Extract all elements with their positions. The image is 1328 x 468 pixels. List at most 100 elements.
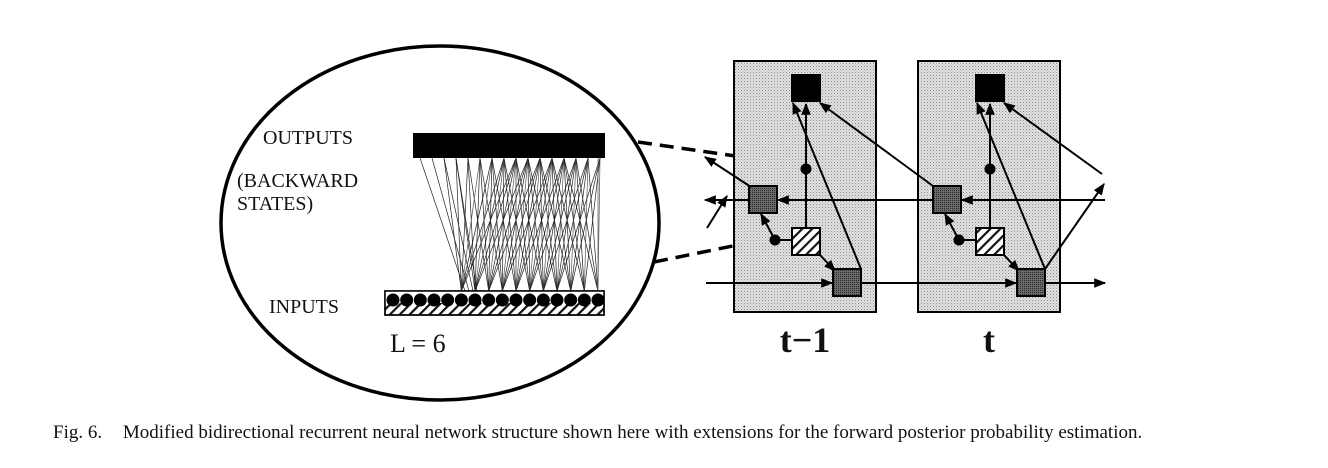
- connection-line: [587, 157, 599, 292]
- connection-line: [419, 157, 466, 292]
- caption-text: Modified bidirectional recurrent neural …: [122, 422, 1143, 443]
- input-to-backward-arrow: [760, 212, 776, 241]
- input-unit: [509, 293, 523, 307]
- connection-line: [467, 157, 490, 292]
- input-unit: [441, 293, 455, 307]
- input-unit: [591, 293, 605, 307]
- connection-line: [570, 157, 577, 292]
- connection-line: [551, 157, 558, 292]
- connection-line: [583, 157, 589, 292]
- time-frames: t−1 t: [733, 60, 1061, 360]
- connection-line: [515, 157, 541, 292]
- input-node: [791, 227, 821, 256]
- connection-line: [501, 157, 517, 292]
- connection-line: [570, 157, 589, 292]
- connection-line: [491, 157, 503, 292]
- connection-line: [474, 157, 493, 292]
- connection-line: [503, 157, 517, 292]
- connection-line: [431, 157, 470, 292]
- forward-state-node: [832, 268, 862, 297]
- connection-weights: [419, 157, 601, 292]
- connection-line: [542, 157, 565, 292]
- connection-line: [551, 157, 585, 292]
- connection-line: [502, 157, 553, 292]
- bidirectional-rnn-figure: OUTPUTS (BACKWARD STATES) INPUTS L = 6 t…: [219, 44, 1107, 402]
- forward-to-next-arrow: [1044, 183, 1105, 270]
- connection-line: [455, 157, 478, 292]
- connection-line: [529, 157, 553, 292]
- input-unit: [482, 293, 496, 307]
- input-node: [975, 227, 1005, 256]
- connection-line: [515, 157, 553, 292]
- connection-line: [474, 157, 481, 292]
- input-unit: [386, 293, 400, 307]
- connection-line: [570, 157, 601, 292]
- connection-line: [563, 157, 599, 292]
- time-label-1: t: [983, 320, 995, 360]
- connection-line: [443, 157, 474, 292]
- connection-line: [515, 157, 565, 292]
- input-unit: [413, 293, 427, 307]
- connection-line: [543, 157, 589, 292]
- connection-line: [575, 157, 599, 292]
- connection-line: [474, 157, 517, 292]
- connection-line: [503, 157, 531, 292]
- forward-to-output-arrow: [976, 101, 1046, 270]
- connection-line: [556, 157, 565, 292]
- connection-line: [556, 157, 577, 292]
- forward-from-prev-arrow: [706, 194, 728, 229]
- connection-line: [460, 157, 481, 292]
- input-unit: [523, 293, 537, 307]
- figure-caption: Fig. 6. Modified bidirectional recurrent…: [53, 422, 1303, 444]
- connection-line: [556, 157, 589, 292]
- junction-dot: [800, 163, 812, 175]
- connection-line: [474, 157, 529, 292]
- backward-states-label-1: (BACKWARD: [237, 170, 358, 192]
- input-unit: [468, 293, 482, 307]
- junction-dot: [984, 163, 996, 175]
- forward-state-node: [1016, 268, 1046, 297]
- figure-number: Fig. 6.: [53, 422, 103, 443]
- inset-detail: OUTPUTS (BACKWARD STATES) INPUTS L = 6: [219, 44, 806, 402]
- connection-line: [491, 157, 517, 292]
- connection-line: [529, 157, 577, 292]
- input-layer: [384, 290, 605, 316]
- connection-line: [539, 157, 558, 292]
- connection-line: [542, 157, 577, 292]
- backward-states-label-2: STATES): [237, 193, 313, 215]
- connection-line: [527, 157, 544, 292]
- input-unit: [564, 293, 578, 307]
- connection-line: [556, 157, 601, 292]
- input-unit: [536, 293, 550, 307]
- backward-to-prev-arrow: [703, 156, 752, 188]
- connection-line: [529, 157, 565, 292]
- backward-state-node: [748, 185, 778, 214]
- connection-line: [443, 157, 462, 292]
- connection-line: [501, 157, 505, 292]
- input-to-backward-arrow: [944, 212, 960, 241]
- connection-line: [551, 157, 572, 292]
- input-unit: [454, 293, 468, 307]
- output-layer: [413, 133, 605, 158]
- connection-line: [488, 157, 505, 292]
- connection-line: [527, 157, 558, 292]
- input-unit: [400, 293, 414, 307]
- connection-line: [460, 157, 469, 292]
- connection-line: [583, 157, 601, 292]
- backward-to-output-arrow: [819, 102, 934, 187]
- connection-line: [575, 157, 585, 292]
- connection-line: [501, 157, 541, 292]
- time-frame-1: t: [917, 60, 1061, 360]
- connection-line: [479, 157, 490, 292]
- connection-line: [488, 157, 541, 292]
- outputs-label: OUTPUTS: [263, 127, 353, 149]
- backward-to-output-arrow: [1003, 102, 1103, 175]
- connection-line: [539, 157, 544, 292]
- window-length-label: L = 6: [390, 329, 446, 358]
- connection-line: [563, 157, 572, 292]
- connection-line: [563, 157, 585, 292]
- connection-line: [527, 157, 531, 292]
- connection-line: [479, 157, 503, 292]
- time-frame-0: t−1: [733, 60, 877, 360]
- connection-line: [461, 157, 517, 292]
